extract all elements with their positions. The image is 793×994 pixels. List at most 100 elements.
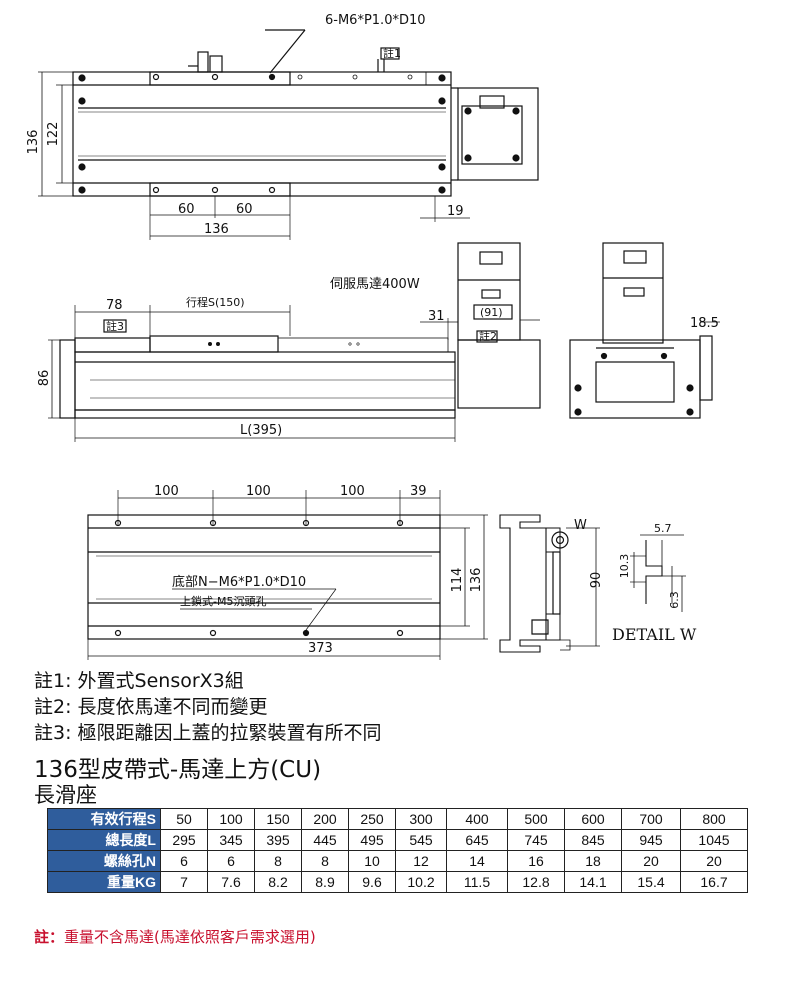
top-view: 6-M6*P1.0*D10 註1 bbox=[26, 13, 539, 240]
table-cell: 545 bbox=[395, 829, 447, 851]
table-cell: 10.2 bbox=[395, 871, 447, 893]
motor-label: 伺服馬達400W bbox=[330, 277, 420, 292]
dim-86: 86 bbox=[37, 370, 52, 387]
table-cell: 400 bbox=[446, 808, 508, 830]
dim-136-bottom: 136 bbox=[204, 222, 229, 237]
table-cell: 18 bbox=[564, 850, 622, 872]
dim-60-b: 60 bbox=[236, 202, 253, 217]
footnote: 註：重量不含馬達(馬達依照客戶需求選用) bbox=[34, 926, 316, 947]
table-cell: 700 bbox=[621, 808, 681, 830]
bottom-callout: 底部N−M6*P1.0*D10 bbox=[172, 574, 306, 590]
table-cell: 495 bbox=[348, 829, 396, 851]
table-cell: 200 bbox=[301, 808, 349, 830]
table-cell: 100 bbox=[207, 808, 255, 830]
table-cell: 8.9 bbox=[301, 871, 349, 893]
footnote-text: 重量不含馬達(馬達依照客戶需求選用) bbox=[64, 928, 316, 946]
dim-91: (91) bbox=[480, 306, 503, 319]
end-view: 18.5 bbox=[569, 242, 720, 419]
table-cell: 945 bbox=[621, 829, 681, 851]
table-cell: 250 bbox=[348, 808, 396, 830]
table-cell: 7.6 bbox=[207, 871, 255, 893]
note-2: 註2: 長度依馬達不同而變更 bbox=[34, 696, 268, 718]
dim-100-b: 100 bbox=[246, 484, 271, 499]
dim-136-left: 136 bbox=[26, 130, 41, 155]
table-cell: 6 bbox=[207, 850, 255, 872]
detail-w: 5.7 10.3 6.3 DETAIL W bbox=[612, 522, 697, 644]
table-cell: 50 bbox=[160, 808, 208, 830]
top-callout: 6-M6*P1.0*D10 bbox=[325, 13, 426, 28]
row-header: 總長度L bbox=[47, 829, 161, 851]
dim-136-right: 136 bbox=[469, 568, 484, 593]
row-header: 重量KG bbox=[47, 871, 161, 893]
table-cell: 7 bbox=[160, 871, 208, 893]
note-1-tag: 註1 bbox=[383, 47, 401, 60]
note-3-tag: 註3 bbox=[106, 320, 124, 333]
table-cell: 8 bbox=[301, 850, 349, 872]
dim-39: 39 bbox=[410, 484, 427, 499]
table-cell: 14.1 bbox=[564, 871, 622, 893]
dim-78: 78 bbox=[106, 298, 123, 313]
table-cell: 645 bbox=[446, 829, 508, 851]
dim-5-7: 5.7 bbox=[654, 522, 672, 535]
table-cell: 8.2 bbox=[254, 871, 302, 893]
table-cell: 16 bbox=[507, 850, 565, 872]
table-cell: 295 bbox=[160, 829, 208, 851]
length-label: L(395) bbox=[240, 423, 282, 438]
table-cell: 10 bbox=[348, 850, 396, 872]
table-cell: 445 bbox=[301, 829, 349, 851]
note-3: 註3: 極限距離因上蓋的拉緊裝置有所不同 bbox=[34, 722, 382, 744]
note-1: 註1: 外置式SensorX3組 bbox=[34, 670, 244, 692]
table-cell: 14 bbox=[446, 850, 508, 872]
dim-100-c: 100 bbox=[340, 484, 365, 499]
dim-373: 373 bbox=[308, 641, 333, 656]
profile-section: 90 W 90 bbox=[499, 514, 604, 653]
dim-122-left: 122 bbox=[46, 122, 61, 147]
table-cell: 12.8 bbox=[507, 871, 565, 893]
dim-114: 114 bbox=[450, 568, 465, 593]
table-cell: 8 bbox=[254, 850, 302, 872]
dim-18-5: 18.5 bbox=[690, 316, 719, 331]
side-view: 伺服馬達400W (91) 註2 註3 78 行程 bbox=[37, 242, 541, 442]
subtitle: 長滑座 bbox=[34, 783, 97, 807]
table-cell: 600 bbox=[564, 808, 622, 830]
dim-19: 19 bbox=[447, 204, 464, 219]
dim-90: 90 bbox=[589, 572, 604, 589]
model-title: 136型皮帶式-馬達上方(CU) bbox=[34, 757, 322, 783]
table-cell: 9.6 bbox=[348, 871, 396, 893]
table-cell: 150 bbox=[254, 808, 302, 830]
bottom-view: 100 100 100 39 底部N−M6*P1.0*D10 上鎖式-M5沉頭孔… bbox=[87, 484, 488, 660]
table-cell: 15.4 bbox=[621, 871, 681, 893]
table-cell: 800 bbox=[680, 808, 748, 830]
detail-w-title: DETAIL W bbox=[612, 625, 697, 644]
table-cell: 745 bbox=[507, 829, 565, 851]
table-cell: 345 bbox=[207, 829, 255, 851]
table-cell: 6 bbox=[160, 850, 208, 872]
dim-31: 31 bbox=[428, 309, 445, 324]
w-mark-label: W bbox=[574, 518, 587, 533]
table-cell: 11.5 bbox=[446, 871, 508, 893]
dim-60-a: 60 bbox=[178, 202, 195, 217]
lock-callout: 上鎖式-M5沉頭孔 bbox=[180, 594, 266, 608]
footnote-label: 註： bbox=[34, 928, 65, 946]
table-cell: 845 bbox=[564, 829, 622, 851]
table-cell: 20 bbox=[680, 850, 748, 872]
dim-10-3: 10.3 bbox=[618, 554, 631, 579]
table-cell: 395 bbox=[254, 829, 302, 851]
table-cell: 1045 bbox=[680, 829, 748, 851]
dim-6-3: 6.3 bbox=[668, 591, 681, 609]
row-header: 螺絲孔N bbox=[47, 850, 161, 872]
dim-100-a: 100 bbox=[154, 484, 179, 499]
table-cell: 20 bbox=[621, 850, 681, 872]
stroke-label: 行程S(150) bbox=[186, 296, 245, 309]
table-cell: 300 bbox=[395, 808, 447, 830]
table-cell: 16.7 bbox=[680, 871, 748, 893]
note-2-tag: 註2 bbox=[479, 330, 497, 343]
table-cell: 500 bbox=[507, 808, 565, 830]
row-header: 有效行程S bbox=[47, 808, 161, 830]
